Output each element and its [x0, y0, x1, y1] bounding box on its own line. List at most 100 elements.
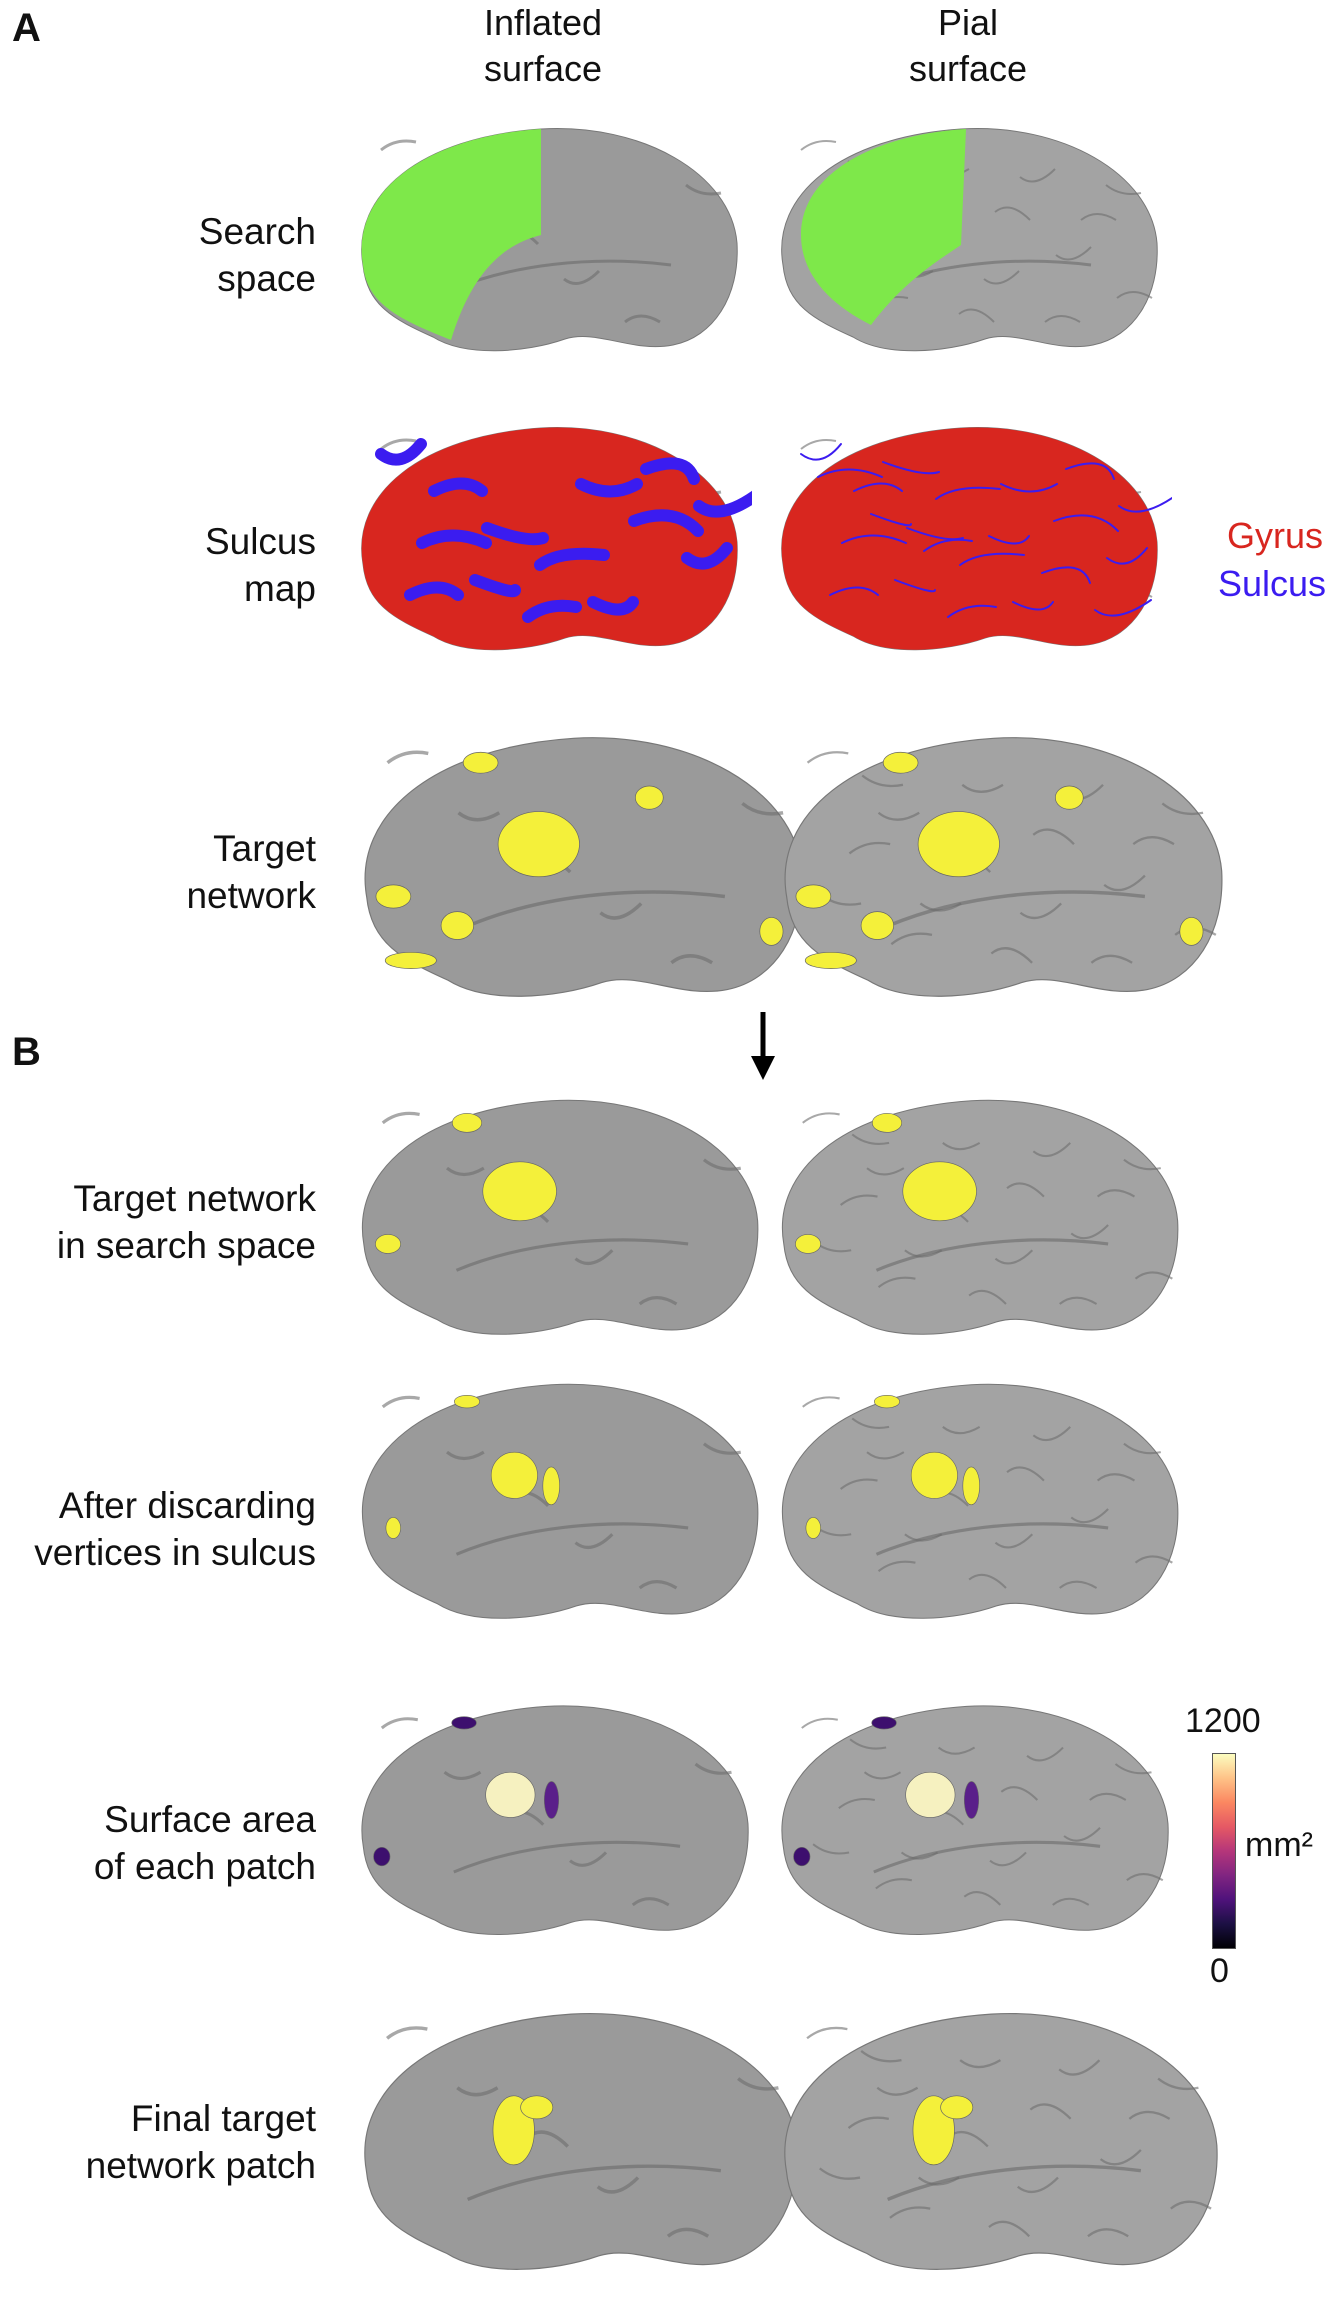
fold-line — [806, 2026, 848, 2040]
sylvian-fissure — [468, 890, 726, 928]
brain-surface — [364, 737, 803, 997]
fold-line — [838, 1797, 876, 1810]
sulcus-stripe — [375, 438, 427, 466]
network-patch — [542, 1466, 560, 1506]
pial-brain-final — [784, 2012, 1218, 2270]
fold-line — [380, 139, 417, 152]
network-patch — [860, 911, 894, 940]
cortex-outline — [364, 2012, 798, 2270]
fold-line — [1096, 1189, 1136, 1198]
patch-large — [905, 1771, 956, 1818]
brain-surface — [361, 1383, 759, 1619]
sylvian-fissure — [888, 890, 1146, 928]
fold-line — [670, 954, 714, 965]
fold-line — [1096, 1473, 1136, 1482]
cortex-outline — [364, 737, 803, 997]
fold-line — [666, 2227, 710, 2238]
fold-line — [851, 1133, 890, 1145]
fold-line — [877, 811, 920, 821]
fold-line — [1059, 1296, 1098, 1305]
fold-line — [958, 308, 995, 323]
network-patch — [482, 1161, 557, 1222]
fold-line — [1052, 1897, 1090, 1906]
colorbar-max: 1200 — [1185, 1702, 1261, 1740]
fold-line — [876, 2086, 919, 2096]
network-patch — [1054, 785, 1084, 810]
network-patch — [451, 1113, 483, 1133]
patch-small — [963, 1781, 980, 1819]
fold-line — [994, 1249, 1034, 1265]
fold-line — [866, 1167, 905, 1176]
network-patch — [490, 1451, 538, 1499]
down-arrow-icon — [751, 1012, 775, 1080]
network-patch — [805, 1517, 821, 1539]
fold-line — [1000, 1786, 1039, 1801]
fold-line — [860, 2050, 902, 2063]
fold-line — [563, 269, 601, 285]
fold-line — [959, 2059, 1002, 2069]
brain-surface — [361, 1705, 749, 1935]
sulcus-stripe — [1041, 566, 1091, 584]
inflated-brain-insearch — [361, 1099, 759, 1335]
network-patch — [795, 1234, 821, 1254]
fold-line — [569, 1851, 608, 1867]
sylvian-fissure — [886, 2164, 1142, 2202]
fold-line — [685, 183, 722, 196]
fold-line — [877, 1560, 916, 1572]
fold-line — [1019, 168, 1056, 183]
fold-line — [1128, 2110, 1171, 2120]
fold-line — [1026, 1746, 1064, 1762]
fold-line — [800, 140, 837, 151]
brain-surface — [784, 737, 1223, 997]
fold-line — [1032, 828, 1075, 845]
sulcus-stripe — [534, 547, 610, 571]
cortex-outline — [361, 1099, 759, 1335]
fold-line — [968, 1573, 1007, 1589]
cortex-outline — [784, 737, 1223, 997]
sulcus-stripe — [404, 581, 464, 601]
fold-line — [861, 774, 904, 788]
cortex-outline — [784, 2012, 1218, 2270]
inflated-brain-network — [364, 737, 803, 997]
fold-line — [1105, 184, 1142, 195]
brain-surface — [781, 427, 1172, 651]
sulcus-stripe — [469, 574, 521, 598]
fold-line — [806, 751, 849, 764]
brain-surface — [361, 1099, 759, 1335]
network-patch — [454, 1394, 480, 1409]
fold-line — [1087, 2228, 1129, 2238]
fold-line — [968, 1289, 1007, 1305]
network-patch — [1179, 917, 1204, 946]
patch-small — [451, 1716, 477, 1730]
fold-line — [1070, 1508, 1109, 1524]
fold-line — [847, 2116, 890, 2129]
fold-line — [1099, 2149, 1142, 2166]
fold-line — [802, 1396, 840, 1408]
patch-small — [543, 1781, 560, 1819]
fold-line — [1161, 802, 1204, 816]
sulcus-stripe — [1106, 547, 1148, 565]
sulcus-stripe — [959, 552, 1025, 566]
sylvian-fissure — [455, 1238, 689, 1272]
sulcus-stripe — [428, 477, 488, 497]
fold-line — [737, 2077, 779, 2091]
row-label-insearch: Target network in search space — [56, 1178, 316, 1266]
brain-surface — [361, 427, 752, 651]
network-patch — [871, 1113, 903, 1133]
fold-line — [961, 783, 1004, 793]
fold-line — [574, 1533, 614, 1550]
patch-large — [485, 1771, 536, 1818]
sulcus-stripe — [640, 457, 700, 485]
sylvian-fissure — [875, 1238, 1109, 1272]
network-patch — [962, 1466, 980, 1506]
network-patch — [634, 785, 664, 810]
fold-line — [1006, 1466, 1045, 1482]
fold-line — [849, 1738, 887, 1750]
fold-line — [624, 314, 661, 324]
fold-line — [990, 947, 1033, 964]
final-patch — [940, 2095, 974, 2120]
brain-surface — [781, 1383, 1179, 1619]
fold-line — [1089, 1792, 1127, 1801]
patch-small — [793, 1847, 811, 1867]
fold-line — [445, 1450, 485, 1461]
